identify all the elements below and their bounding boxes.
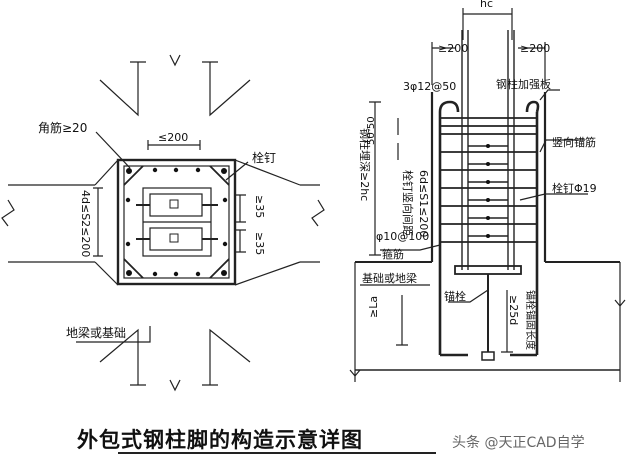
label-ge35-a: ≥35 [253, 195, 266, 218]
leader-stud [519, 193, 588, 201]
label-stud: 栓钉 [252, 150, 276, 165]
corner-ties [123, 165, 230, 279]
label-ge35-b: ≥35 [253, 232, 266, 255]
anchor-bolt-foot [481, 351, 495, 361]
label-ge200-left: ≥200 [438, 42, 468, 55]
label-stud-spacing: 栓钉竖向间距 [401, 170, 415, 236]
label-anchor-bolt: 锚栓 [444, 289, 466, 303]
figure-caption: 外包式钢柱脚的构造示意详图 [77, 428, 363, 452]
label-corner-rib: 角筋≥20 [38, 120, 87, 135]
label-stud-phi19: 栓钉Φ19 [552, 181, 597, 195]
label-stiffener: 钢柱加强板 [496, 77, 551, 91]
label-hoop: φ10@100 [376, 230, 429, 243]
label-embed-depth: 钢柱埋深≥2hc [358, 128, 372, 201]
label-vertical-anchor: 竖向锚筋 [552, 135, 596, 149]
dim-25d [501, 290, 513, 353]
label-stirrup: 箍筋 [382, 247, 404, 261]
label-s1-range: 6d≤S1≤200 [417, 170, 430, 237]
leader-hoop [380, 244, 441, 251]
label-ge25d: ≥25d [507, 295, 520, 325]
corner-bars [125, 167, 228, 277]
beam-outline [8, 62, 320, 385]
stud-heads [486, 144, 490, 238]
dim-right [234, 194, 246, 253]
section-view [349, 8, 626, 382]
top-hooks [438, 100, 540, 113]
foundation-breaks [349, 299, 626, 377]
stirrups [440, 117, 537, 243]
dim-la [396, 295, 408, 346]
label-anchor-length: 锚栓锚固长度 [524, 290, 537, 350]
dim-left [93, 187, 103, 257]
watermark-text: 头条 @天正CAD自学 [452, 435, 585, 451]
leader-stud [225, 161, 249, 181]
dim-top [147, 140, 201, 150]
leader-stiffener [539, 89, 560, 101]
dim-hc [462, 8, 513, 40]
break-mark-left [1, 199, 15, 227]
label-s2-range: 4d≤S2≤200 [79, 190, 92, 257]
break-mark-right [311, 199, 325, 227]
plan-view [1, 54, 325, 392]
dim-ge200 [431, 42, 546, 85]
label-hc-top: hc [480, 0, 493, 10]
dim-embed [369, 101, 381, 256]
leader-vertical-anchor [539, 139, 585, 153]
break-mark-top [130, 54, 218, 67]
break-mark-bottom [130, 379, 218, 392]
leader-corner-rib [95, 131, 131, 169]
steel-column [461, 30, 515, 270]
steel-h-section [136, 187, 218, 257]
foundation-sides [354, 262, 621, 382]
pedestal-outline [430, 92, 547, 262]
label-ground-beam: 地梁或基础 [66, 325, 126, 340]
label-foundation: 基础或地梁 [362, 271, 417, 285]
caption-underline [118, 452, 436, 454]
label-50-50: 50 50 [366, 116, 377, 145]
stirrup-loop [123, 165, 230, 279]
label-ge200-right: ≥200 [520, 42, 550, 55]
label-spacing-top: ≤200 [158, 131, 188, 144]
label-bar-3: 3φ12@50 [403, 80, 456, 93]
leader-ground-beam [76, 326, 151, 343]
label-la: ≥La [367, 296, 380, 318]
leader-anchor [448, 289, 489, 303]
shear-studs [468, 145, 508, 237]
base-plate [454, 265, 522, 275]
